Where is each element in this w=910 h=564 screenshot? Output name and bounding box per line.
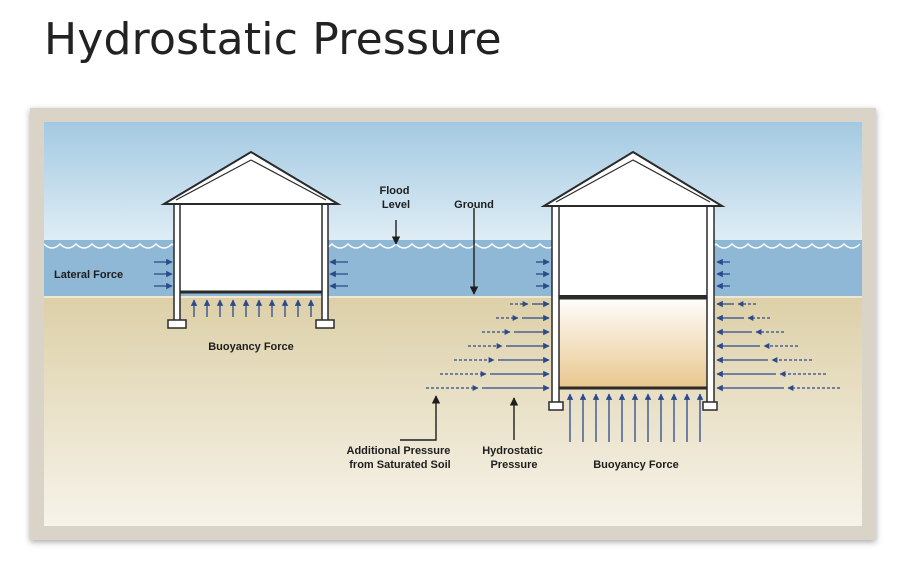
- hydrostatic-arrows-right-wall: [716, 300, 784, 392]
- diagram-svg: Flood Level Ground Lateral Force Buoyanc…: [44, 122, 862, 526]
- saturated-soil-arrows-left: [426, 301, 529, 391]
- additional-pressure-label: Additional Pressure from Saturated Soil: [347, 445, 454, 471]
- left-house: [160, 150, 342, 329]
- buoyancy-arrows-right: [566, 393, 704, 442]
- soil: [44, 296, 862, 526]
- saturated-soil-arrows-right: [737, 301, 840, 391]
- lateral-force-arrows-right: [536, 258, 730, 290]
- lateral-force-arrows-left: [154, 258, 348, 290]
- sky: [44, 122, 862, 246]
- hydrostatic-arrows-left-wall: [482, 300, 550, 392]
- additional-pressure-pointer: [400, 395, 441, 441]
- hydrostatic-pressure-label: Hydrostatic Pressure: [482, 445, 546, 471]
- diagram-canvas: Flood Level Ground Lateral Force Buoyanc…: [44, 122, 862, 526]
- slide-title: Hydrostatic Pressure: [44, 14, 502, 65]
- ground-label: Ground: [454, 199, 494, 211]
- lateral-force-label: Lateral Force: [54, 269, 123, 281]
- buoyancy-arrows-left: [190, 299, 315, 317]
- diagram-frame: Flood Level Ground Lateral Force Buoyanc…: [30, 108, 876, 540]
- buoyancy-force-label-right: Buoyancy Force: [593, 459, 679, 471]
- right-house: [540, 150, 726, 411]
- flood-level-label: Flood Level: [380, 185, 413, 211]
- buoyancy-force-label-left: Buoyancy Force: [208, 341, 294, 353]
